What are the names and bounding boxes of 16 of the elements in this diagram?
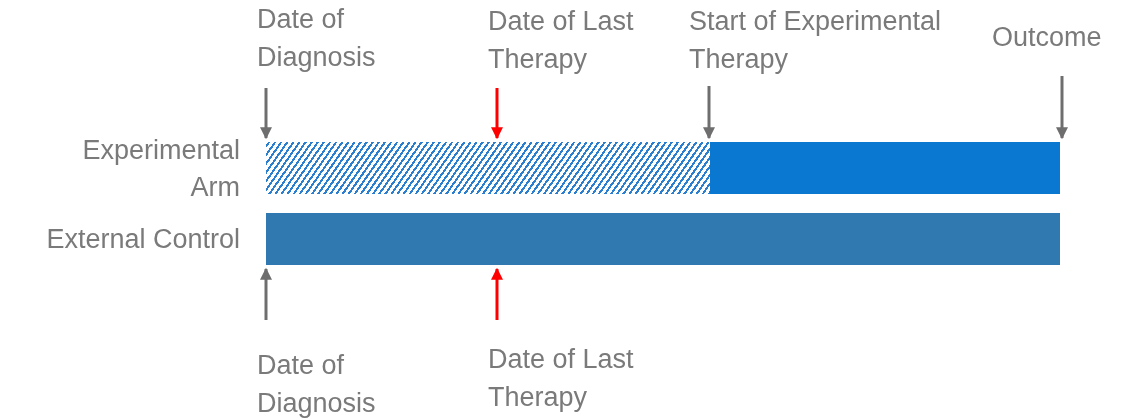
timeline-bar xyxy=(266,142,1060,194)
arrow xyxy=(703,86,715,140)
arrow xyxy=(260,267,272,320)
milestone-label: Outcome xyxy=(992,18,1132,56)
milestone-label: Date of Last Therapy xyxy=(488,2,673,78)
arrow xyxy=(260,88,272,140)
arrow xyxy=(491,88,503,140)
milestone-label: Date of Diagnosis xyxy=(257,346,407,420)
arrow xyxy=(1056,76,1068,140)
milestone-label: Date of Last Therapy xyxy=(488,340,673,416)
arrow xyxy=(491,267,503,320)
timeline-bar xyxy=(266,213,1060,265)
row-label: External Control xyxy=(45,223,240,256)
milestone-label: Date of Diagnosis xyxy=(257,0,407,76)
milestone-label: Start of Experimental Therapy xyxy=(689,2,989,78)
row-label: Experimental Arm xyxy=(81,134,240,204)
